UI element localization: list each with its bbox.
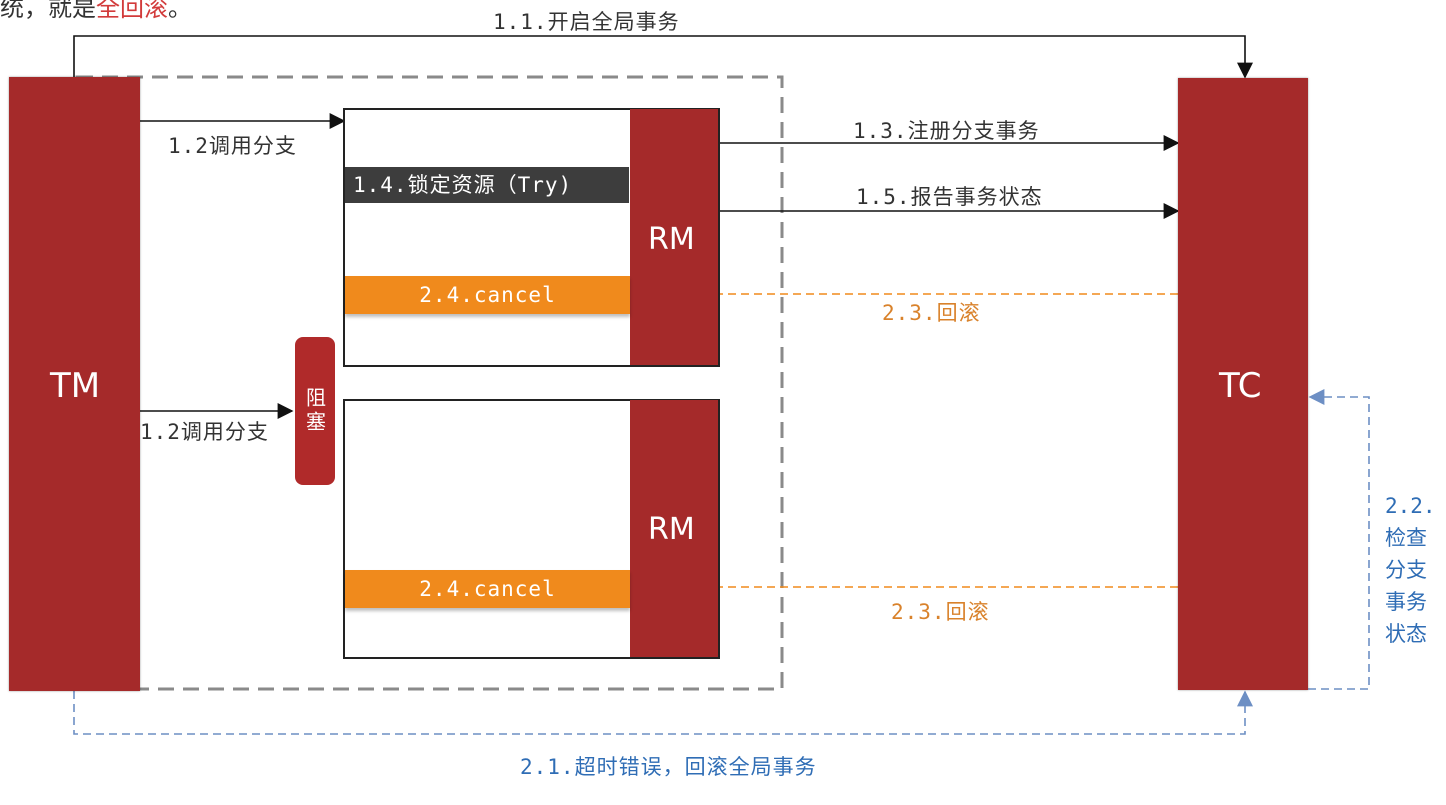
header-prefix: 统，就是 (0, 0, 96, 22)
rm-node-top (630, 109, 718, 365)
arrow-check-status (1308, 389, 1370, 690)
tc-label: TC (1219, 366, 1262, 406)
cancel-action-bottom: 2.4.cancel (345, 570, 630, 608)
label-rollback-bottom: 2.3.回滚 (891, 600, 990, 624)
tc-node (1178, 78, 1308, 690)
label-check-status-line: 状态 (1385, 622, 1427, 646)
label-rollback-top: 2.3.回滚 (882, 301, 981, 325)
arrow-timeout-rollback (73, 690, 1253, 735)
tm-label: TM (50, 366, 101, 406)
label-begin-global: 1.1.开启全局事务 (493, 10, 680, 34)
label-timeout-rollback: 2.1.超时错误，回滚全局事务 (520, 755, 817, 779)
header-suffix: 。 (168, 0, 192, 22)
label-check-status-line: 检查 (1385, 526, 1427, 550)
header-highlight: 全回滚 (96, 0, 168, 22)
label-check-status: 2.2. 检查 分支 事务 状态 (1385, 490, 1436, 650)
try-action: 1.4.锁定资源（Try) (345, 167, 629, 203)
label-check-status-line: 事务 (1385, 590, 1427, 614)
label-check-status-line: 2.2. (1385, 494, 1436, 518)
header-fragment: 统，就是全回滚。 (0, 0, 192, 23)
label-check-status-line: 分支 (1385, 558, 1427, 582)
label-report-status: 1.5.报告事务状态 (856, 185, 1043, 209)
tm-node (9, 77, 140, 691)
rm-node-bottom (630, 400, 718, 657)
cancel-action-top: 2.4.cancel (345, 276, 630, 314)
rm-label-bottom: RM (648, 512, 695, 547)
rm-label-top: RM (648, 222, 695, 257)
label-call-branch-bottom: 1.2调用分支 (140, 420, 269, 444)
label-call-branch-top: 1.2调用分支 (168, 134, 297, 158)
label-register-branch: 1.3.注册分支事务 (853, 119, 1040, 143)
blocking-badge: 阻塞 (295, 337, 335, 485)
arrow-begin-global (73, 35, 1253, 79)
